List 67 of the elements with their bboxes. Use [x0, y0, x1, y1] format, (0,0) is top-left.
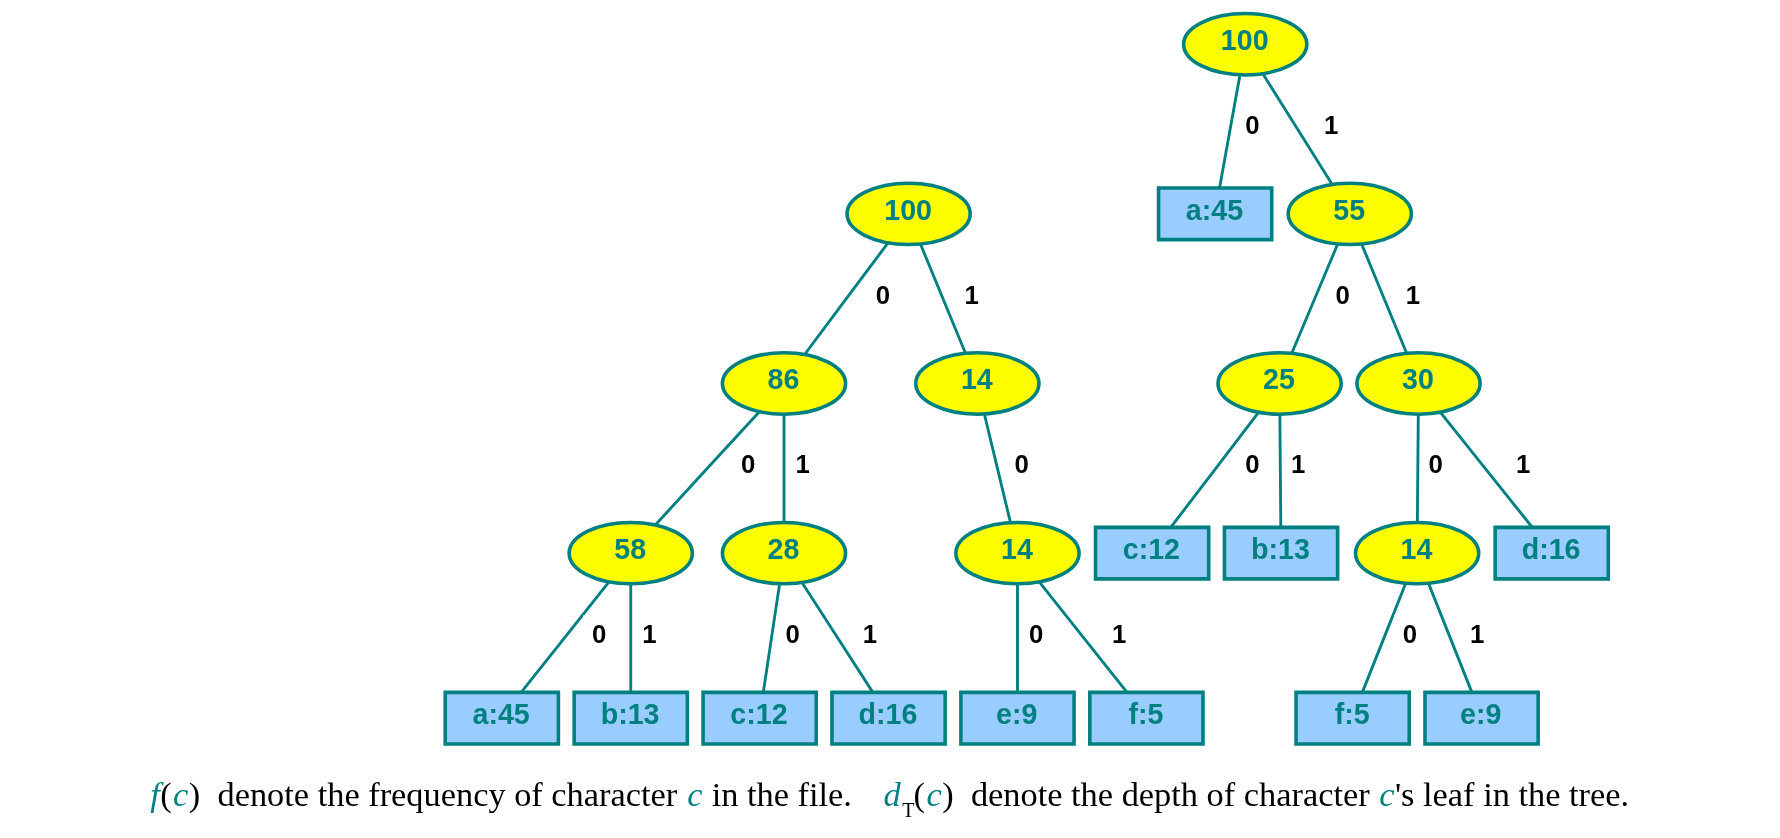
node-ellipse: 14 — [914, 351, 1041, 416]
node-box: a:45 — [443, 690, 561, 746]
label: d$_{T}$(c) denote the depth of character c's leaf in the tree. — [883, 774, 1630, 821]
node-ellipse: 28 — [720, 520, 848, 586]
edge-label: 1 — [1470, 619, 1485, 648]
edge-label: 1 — [1405, 280, 1420, 309]
node-box: b:13 — [572, 690, 690, 746]
edge-label: 1 — [862, 619, 878, 648]
node-box: b:13 — [1222, 525, 1340, 581]
node-box: f:5 — [1088, 690, 1205, 746]
connector — [1439, 411, 1534, 529]
connector — [782, 414, 786, 523]
edge-label: 0 — [1428, 450, 1443, 479]
edge-label: 0 — [1402, 619, 1418, 648]
edge-label: 1 — [1324, 110, 1339, 139]
connector — [1169, 411, 1260, 528]
connector — [1218, 74, 1242, 189]
edge-label: 0 — [1335, 280, 1350, 309]
node-box: e:9 — [1423, 690, 1540, 746]
node-ellipse: 86 — [720, 351, 848, 416]
connector — [520, 580, 611, 694]
edge-label: 0 — [785, 619, 800, 648]
edge-label: 0 — [1245, 450, 1260, 479]
connector — [1360, 243, 1408, 354]
node-ellipse: 25 — [1216, 351, 1343, 416]
node-box: c:12 — [701, 690, 818, 746]
node-box: d:16 — [1493, 525, 1611, 581]
connector — [1415, 413, 1420, 523]
node-box: a:45 — [1156, 186, 1274, 242]
edge-label: 1 — [642, 619, 657, 648]
edge-label: 0 — [741, 450, 756, 479]
node-box: c:12 — [1093, 525, 1211, 581]
connector — [803, 242, 890, 356]
edge-label: 1 — [1291, 450, 1306, 479]
node-ellipse: 55 — [1286, 181, 1414, 247]
node-ellipse: 14 — [1353, 520, 1481, 586]
edge-label: 0 — [1014, 450, 1029, 479]
connector — [654, 410, 761, 526]
edge-label: 0 — [1028, 619, 1044, 648]
node-box: e:9 — [959, 690, 1076, 746]
connector — [1016, 583, 1019, 693]
edge-label: 1 — [1112, 619, 1127, 648]
connector — [1290, 243, 1340, 354]
node-ellipse: 100 — [1181, 11, 1309, 77]
connector — [800, 581, 874, 693]
edge-label: 1 — [1515, 450, 1531, 479]
connector — [1361, 582, 1408, 693]
edge-label: 0 — [592, 619, 607, 648]
edge-label: 1 — [795, 450, 810, 479]
node-ellipse: 100 — [845, 181, 972, 247]
edge-label: 0 — [875, 280, 891, 309]
node-ellipse: 30 — [1355, 351, 1482, 416]
edge-label: 0 — [1245, 110, 1260, 139]
connector — [1037, 580, 1128, 694]
label: f(c) denote the frequency of character c in the file. — [150, 774, 852, 813]
connector — [919, 243, 967, 354]
connector — [629, 583, 633, 693]
connector — [1278, 413, 1283, 528]
connector — [761, 583, 782, 693]
node-box: d:16 — [830, 690, 947, 746]
node-ellipse: 14 — [954, 520, 1081, 586]
node-ellipse: 58 — [567, 520, 695, 586]
connector — [1261, 72, 1334, 186]
node-box: f:5 — [1294, 690, 1411, 746]
connector — [1427, 582, 1474, 693]
connector — [982, 413, 1012, 523]
edge-label: 1 — [964, 280, 979, 309]
